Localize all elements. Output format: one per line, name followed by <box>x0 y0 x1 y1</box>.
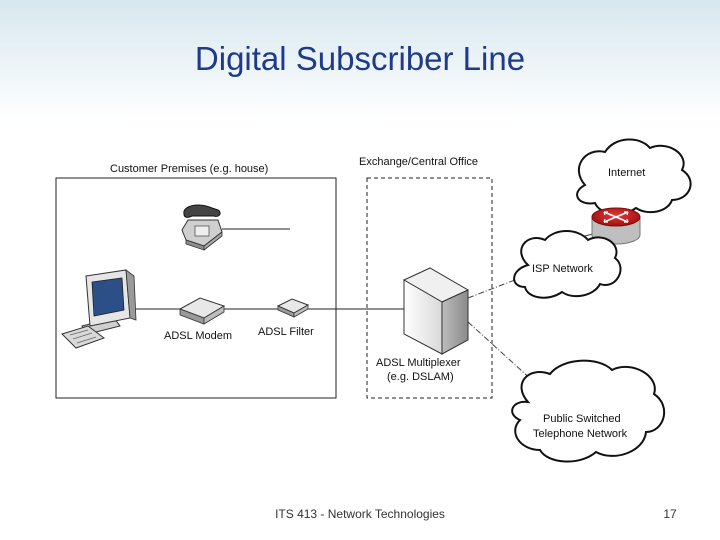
footer-page-number: 17 <box>663 507 677 521</box>
dslam-server-icon <box>402 267 470 355</box>
pstn-label-line2: Telephone Network <box>533 428 628 440</box>
isp-cloud: ISP Network <box>513 230 622 299</box>
cloud-icon <box>576 138 692 215</box>
customer-premises-label: Customer Premises (e.g. house) <box>110 163 268 175</box>
internet-cloud: Internet <box>576 138 692 215</box>
dslam: ADSL Multiplexer (e.g. DSLAM) <box>376 267 470 383</box>
exchange-box <box>366 177 493 399</box>
pstn-cloud: Public Switched Telephone Network <box>511 359 665 463</box>
modem-icon <box>178 297 226 325</box>
telephone <box>181 204 223 251</box>
cloud-icon <box>511 359 665 463</box>
isp-label: ISP Network <box>532 263 593 275</box>
computer-icon <box>61 269 137 349</box>
cloud-icon <box>513 230 622 299</box>
adsl-modem: ADSL Modem <box>164 297 232 342</box>
slide-title: Digital Subscriber Line <box>194 40 526 77</box>
filter-icon <box>276 298 310 318</box>
pstn-label-line1: Public Switched <box>543 413 621 425</box>
dslam-pstn-link <box>467 321 546 393</box>
internet-label: Internet <box>608 167 645 179</box>
router-icon <box>591 207 641 245</box>
dslam-label-line2: (e.g. DSLAM) <box>387 371 454 383</box>
customer-premises-box <box>55 177 337 399</box>
computer <box>61 269 137 349</box>
dslam-isp-link <box>467 277 521 299</box>
modem-label: ADSL Modem <box>164 330 232 342</box>
filter-label: ADSL Filter <box>258 326 314 338</box>
router <box>591 207 641 245</box>
adsl-filter: ADSL Filter <box>258 298 314 338</box>
dslam-label-line1: ADSL Multiplexer <box>376 357 461 369</box>
exchange-label: Exchange/Central Office <box>359 156 478 168</box>
telephone-icon <box>181 204 223 251</box>
footer-course: ITS 413 - Network Technologies <box>275 507 445 521</box>
